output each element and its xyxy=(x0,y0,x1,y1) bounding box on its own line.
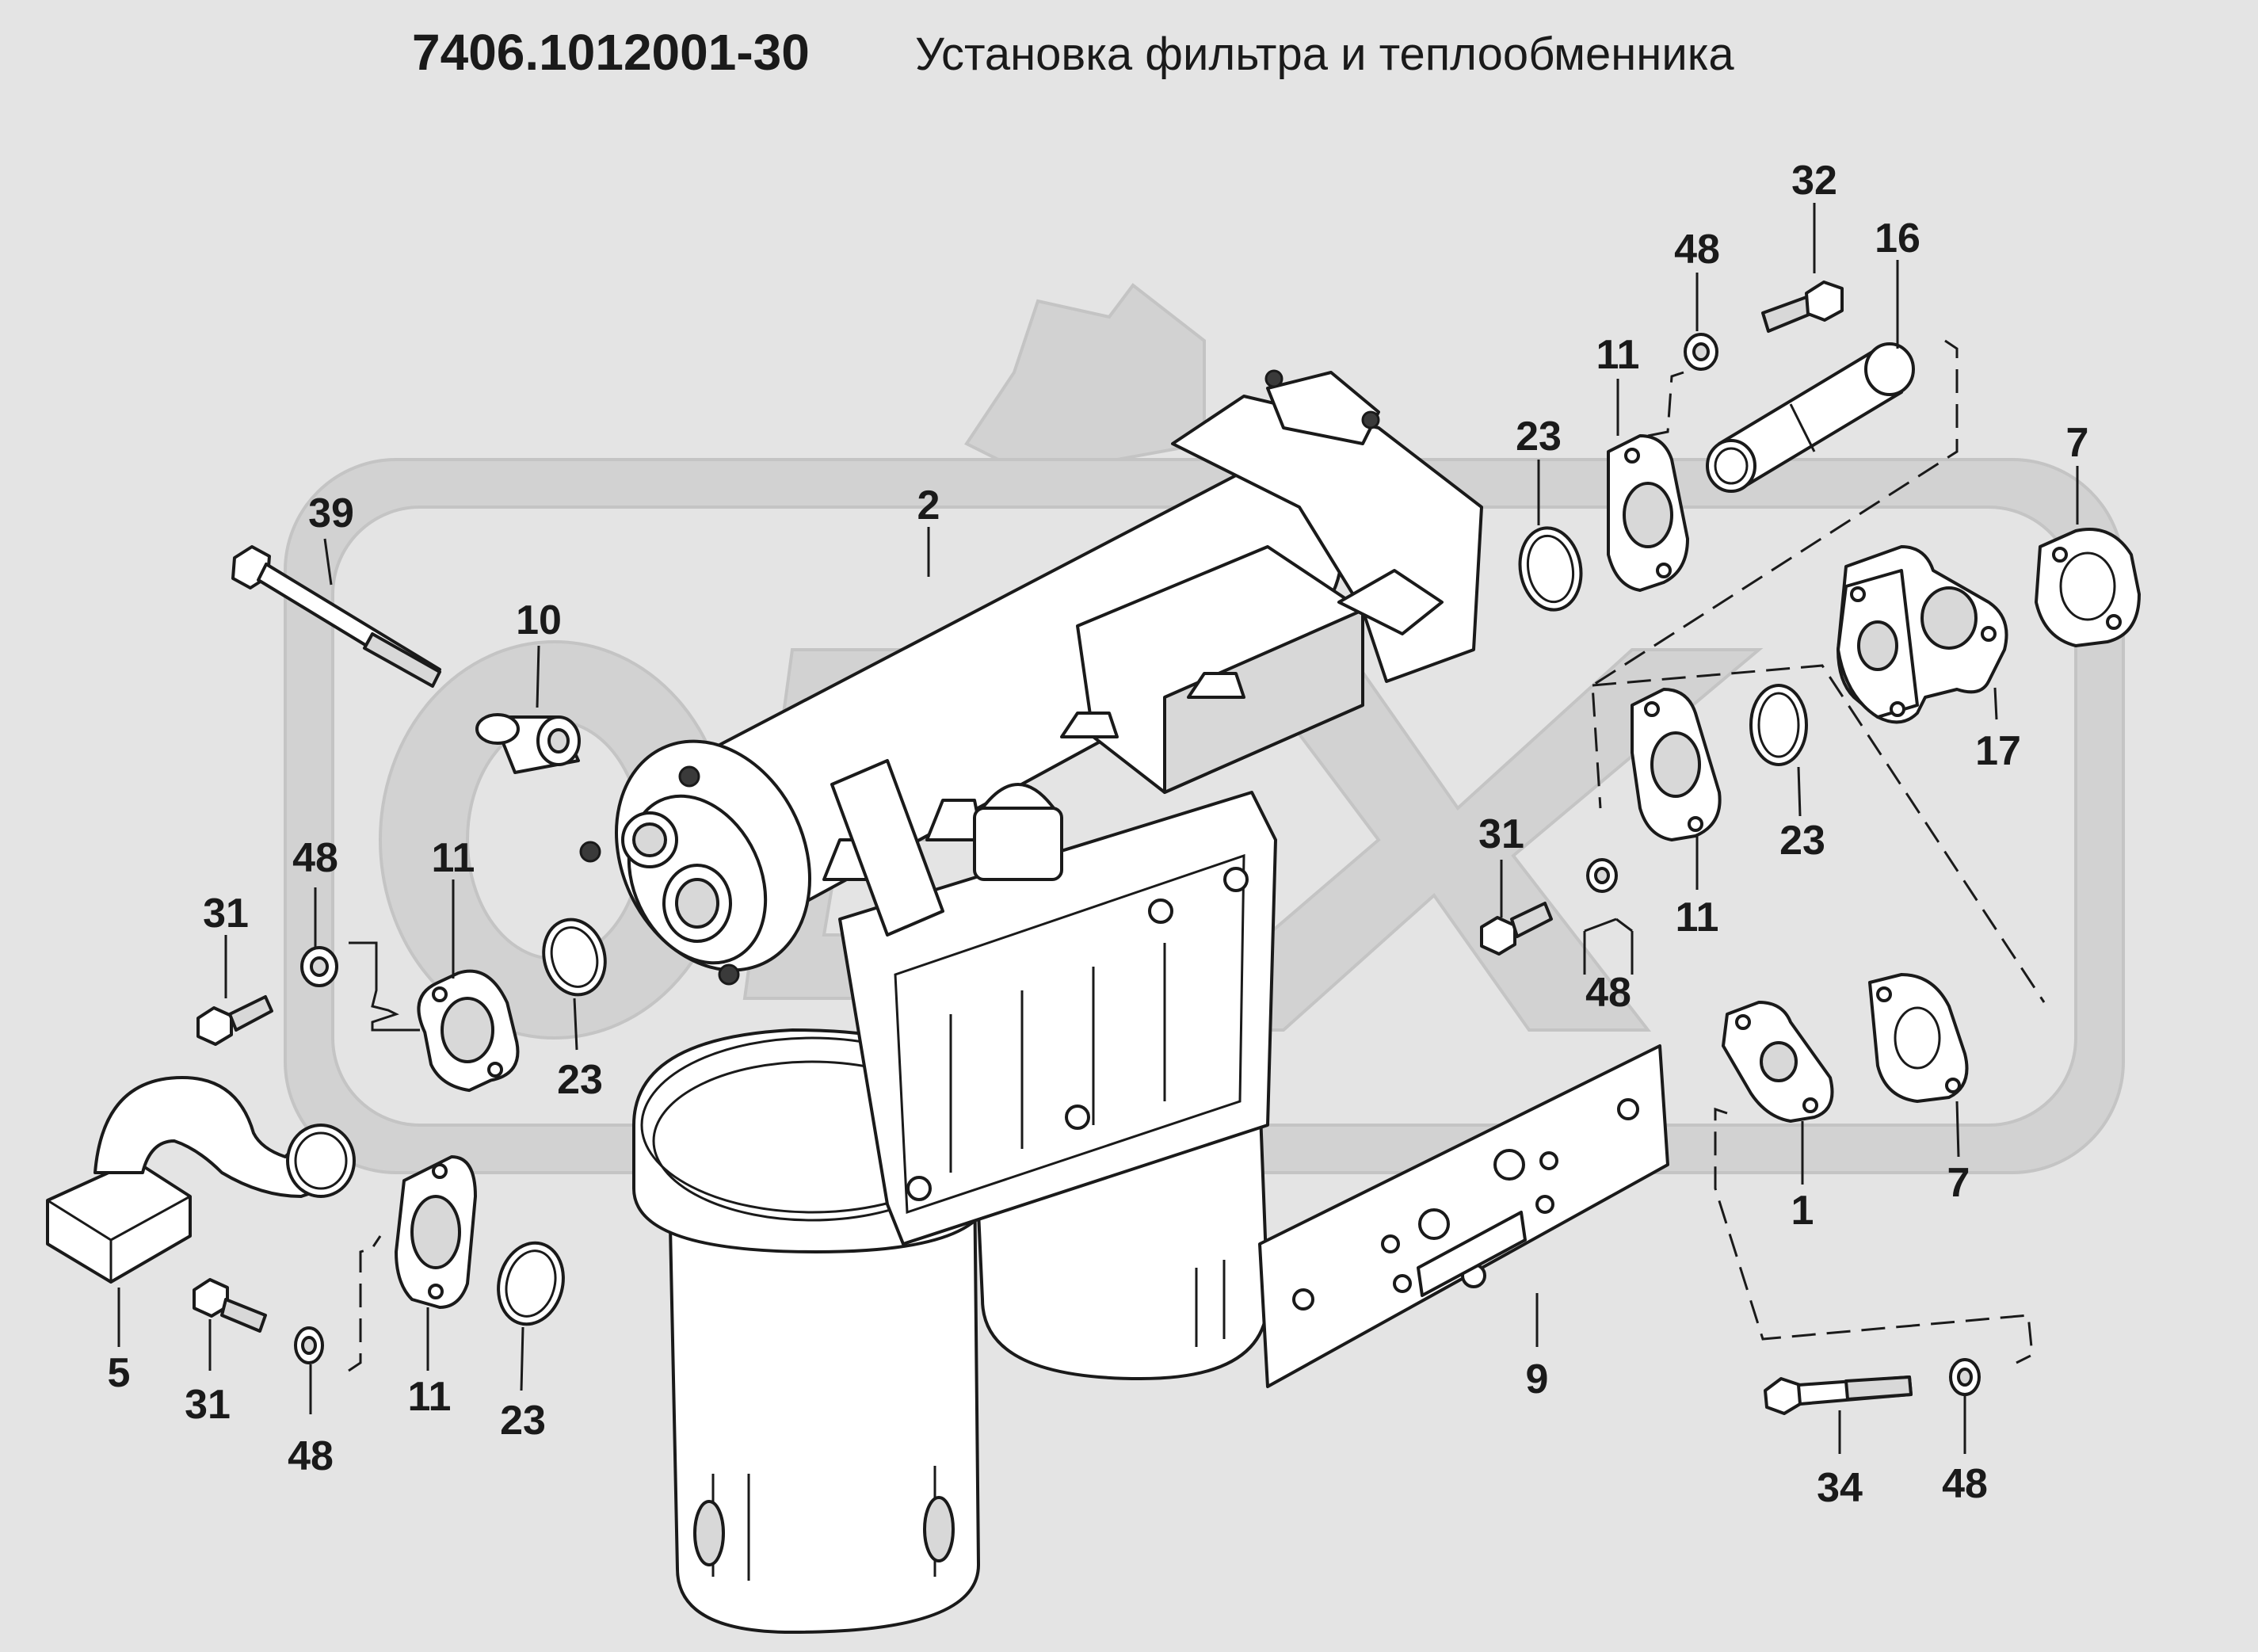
callout-11-top-right: 11 xyxy=(1596,332,1640,378)
part-31-left-lower-bolt xyxy=(193,1278,267,1333)
part-9-gasket-plate xyxy=(1258,1044,1669,1388)
callout-48-bottom-right: 48 xyxy=(1942,1461,1988,1507)
part-23-top-right-oring xyxy=(1518,526,1583,612)
part-11-left-lower-flange xyxy=(395,1155,477,1309)
assembly-line-bottom-right xyxy=(1714,1107,2034,1364)
part-11-middle-right-flange xyxy=(1631,688,1722,841)
callout-23-top-right: 23 xyxy=(1516,414,1562,460)
leader-lines xyxy=(117,203,2079,1454)
part-48-bottom-right-washer xyxy=(1949,1358,1981,1396)
callout-48-left-lower: 48 xyxy=(288,1433,334,1479)
part-10-spacer xyxy=(475,713,581,774)
assembly-line-top-right-a xyxy=(1647,371,1684,437)
part-7-upper-gasket xyxy=(2035,528,2141,647)
callout-1: 1 xyxy=(1791,1188,1814,1234)
assembly-line-left-lower xyxy=(348,1235,382,1372)
part-39-long-bolt xyxy=(231,545,441,688)
filter-heat-exchanger-assembly xyxy=(579,369,1483,1634)
part-11-top-right-flange xyxy=(1607,434,1689,592)
part-31-left-upper-bolt xyxy=(196,995,273,1046)
part-5-bent-pipe xyxy=(46,1076,356,1284)
assembly-bracket-left-upper xyxy=(349,941,420,1032)
callout-48-left-upper: 48 xyxy=(292,835,338,881)
callout-32: 32 xyxy=(1791,158,1837,204)
part-48-middle-washer xyxy=(1586,858,1618,893)
part-17-bracket xyxy=(1837,545,2008,724)
callout-16: 16 xyxy=(1875,216,1920,261)
callout-7-upper: 7 xyxy=(2066,420,2089,466)
callout-11-middle-right: 11 xyxy=(1676,895,1719,940)
part-34-bolt xyxy=(1764,1375,1913,1415)
callout-34: 34 xyxy=(1817,1465,1863,1511)
callout-labels: 39 10 2 48 31 11 23 5 31 48 11 23 32 48 … xyxy=(108,158,2089,1511)
assembly-bracket-middle xyxy=(1583,918,1634,975)
callout-48-top-right: 48 xyxy=(1674,227,1720,273)
callout-10: 10 xyxy=(516,597,562,643)
part-23-left-lower-oring xyxy=(497,1241,565,1326)
part-48-left-lower-washer xyxy=(294,1326,324,1364)
callout-17: 17 xyxy=(1975,728,2021,774)
callout-23-middle-right: 23 xyxy=(1779,818,1825,864)
callout-23-left-upper: 23 xyxy=(557,1057,603,1103)
callout-39: 39 xyxy=(308,490,354,536)
callout-31-left-lower: 31 xyxy=(185,1382,231,1428)
drawing-title: Установка фильтра и теплообменника xyxy=(915,29,1734,80)
callout-7-lower: 7 xyxy=(1947,1160,1970,1206)
part-32-bolt xyxy=(1761,280,1844,333)
part-31-middle-bolt xyxy=(1480,902,1553,956)
callout-23-left-lower: 23 xyxy=(500,1398,546,1444)
part-23-left-upper-oring xyxy=(542,918,607,997)
callout-48-middle: 48 xyxy=(1585,970,1631,1016)
assembly-line-top-right-b xyxy=(1591,339,1959,809)
part-16-tube xyxy=(1706,342,1915,493)
callout-11-left-upper: 11 xyxy=(432,835,475,881)
part-23-middle-right-oring xyxy=(1749,684,1808,766)
part-48-top-right-washer xyxy=(1684,333,1718,371)
callout-5: 5 xyxy=(108,1350,131,1396)
drawing-number: 7406.1012001-30 xyxy=(412,24,810,81)
callout-31-middle: 31 xyxy=(1478,811,1524,857)
part-1-flange xyxy=(1722,1001,1834,1123)
callout-31-left-upper: 31 xyxy=(203,891,249,937)
callout-9: 9 xyxy=(1526,1356,1549,1402)
part-7-lower-gasket xyxy=(1868,973,1969,1103)
assembly-line-middle-right xyxy=(1592,664,2046,1003)
callout-2: 2 xyxy=(917,483,940,528)
part-11-left-upper-flange xyxy=(417,969,520,1093)
callout-11-left-lower: 11 xyxy=(408,1374,452,1420)
part-48-left-upper-washer xyxy=(300,946,338,987)
